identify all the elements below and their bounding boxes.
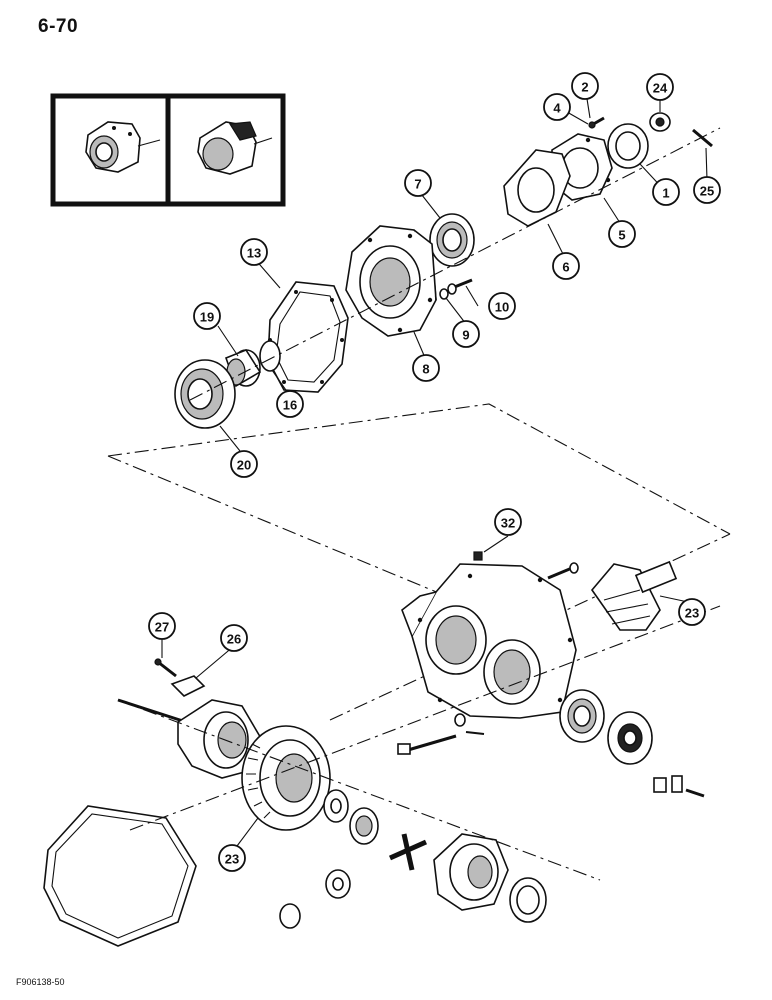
inset-frame xyxy=(50,93,286,207)
callout-label: 23 xyxy=(685,606,699,621)
callout-label: 20 xyxy=(237,458,251,473)
callout-27: 27 xyxy=(148,612,176,640)
part-25-pin xyxy=(692,128,713,148)
callout-1: 1 xyxy=(652,178,680,206)
callout-label: 9 xyxy=(462,328,469,343)
callout-label: 27 xyxy=(155,620,169,635)
callout-label: 10 xyxy=(495,300,509,315)
part-20-bearing xyxy=(174,359,236,429)
thrust-washer xyxy=(323,789,349,823)
callout-label: 7 xyxy=(414,177,421,192)
part-7-bearing xyxy=(429,213,475,267)
callout-19: 19 xyxy=(193,302,221,330)
part-9-washer xyxy=(439,288,449,300)
callout-24: 24 xyxy=(646,73,674,101)
part-23-pinion xyxy=(590,560,678,631)
right-bearing xyxy=(559,689,605,743)
part-19-bearing-race xyxy=(224,349,262,388)
callout-20: 20 xyxy=(230,450,258,478)
part-24-nut xyxy=(649,112,671,132)
callout-23-pinion: 23 xyxy=(678,598,706,626)
callout-label: 24 xyxy=(653,81,668,96)
callout-26: 26 xyxy=(220,624,248,652)
callout-9: 9 xyxy=(452,320,480,348)
part-32-plug xyxy=(473,551,483,561)
callout-10: 10 xyxy=(488,292,516,320)
part-1-seal xyxy=(607,123,649,169)
callout-23-ring-gear: 23 xyxy=(218,844,246,872)
callout-label: 32 xyxy=(501,516,515,531)
callout-6: 6 xyxy=(552,252,580,280)
callout-5: 5 xyxy=(608,220,636,248)
callout-label: 26 xyxy=(227,632,241,647)
lock-tab xyxy=(653,775,705,798)
callout-label: 25 xyxy=(700,184,714,199)
part-26-bracket xyxy=(170,675,206,697)
cover-gasket xyxy=(43,805,197,947)
part-8-housing xyxy=(345,225,437,337)
callout-16: 16 xyxy=(276,390,304,418)
callout-8: 8 xyxy=(412,354,440,382)
callout-label: 1 xyxy=(662,186,669,201)
callout-label: 23 xyxy=(225,852,239,867)
callout-label: 8 xyxy=(422,362,429,377)
part-2-bolt xyxy=(588,116,605,129)
callout-25: 25 xyxy=(693,176,721,204)
transmission-case xyxy=(401,563,577,719)
inset-housing-front-view xyxy=(85,121,161,173)
callout-label: 13 xyxy=(247,246,261,261)
part-13-gasket xyxy=(267,281,349,393)
spider-cross xyxy=(388,833,428,871)
callout-32: 32 xyxy=(494,508,522,536)
left-carrier-cap xyxy=(117,698,263,779)
page-number: 6-70 xyxy=(38,16,79,37)
callout-label: 16 xyxy=(283,398,297,413)
part-27-bolt xyxy=(154,658,177,678)
callout-label: 4 xyxy=(553,101,561,116)
callout-4: 4 xyxy=(543,93,571,121)
part-10-bolt xyxy=(447,278,473,295)
long-bolt xyxy=(397,713,485,755)
differential-case xyxy=(433,833,509,911)
callout-label: 19 xyxy=(200,310,214,325)
callout-label: 6 xyxy=(562,260,569,275)
part-6-gasket xyxy=(503,149,571,227)
side-washer xyxy=(325,869,351,899)
callout-label: 2 xyxy=(581,80,588,95)
case-bolt xyxy=(547,562,579,580)
part-23-ring-gear xyxy=(241,725,331,831)
callout-2: 2 xyxy=(571,72,599,100)
side-gear xyxy=(349,807,379,845)
callout-7: 7 xyxy=(404,169,432,197)
part-16-snap-ring xyxy=(259,340,281,372)
figure-code: F906138-50 xyxy=(16,977,65,987)
inset-housing-side-view xyxy=(197,121,273,175)
end-disc xyxy=(279,903,301,929)
callout-13: 13 xyxy=(240,238,268,266)
bearing-cup xyxy=(509,877,547,923)
right-adjuster xyxy=(607,711,653,765)
callout-label: 5 xyxy=(618,228,625,243)
